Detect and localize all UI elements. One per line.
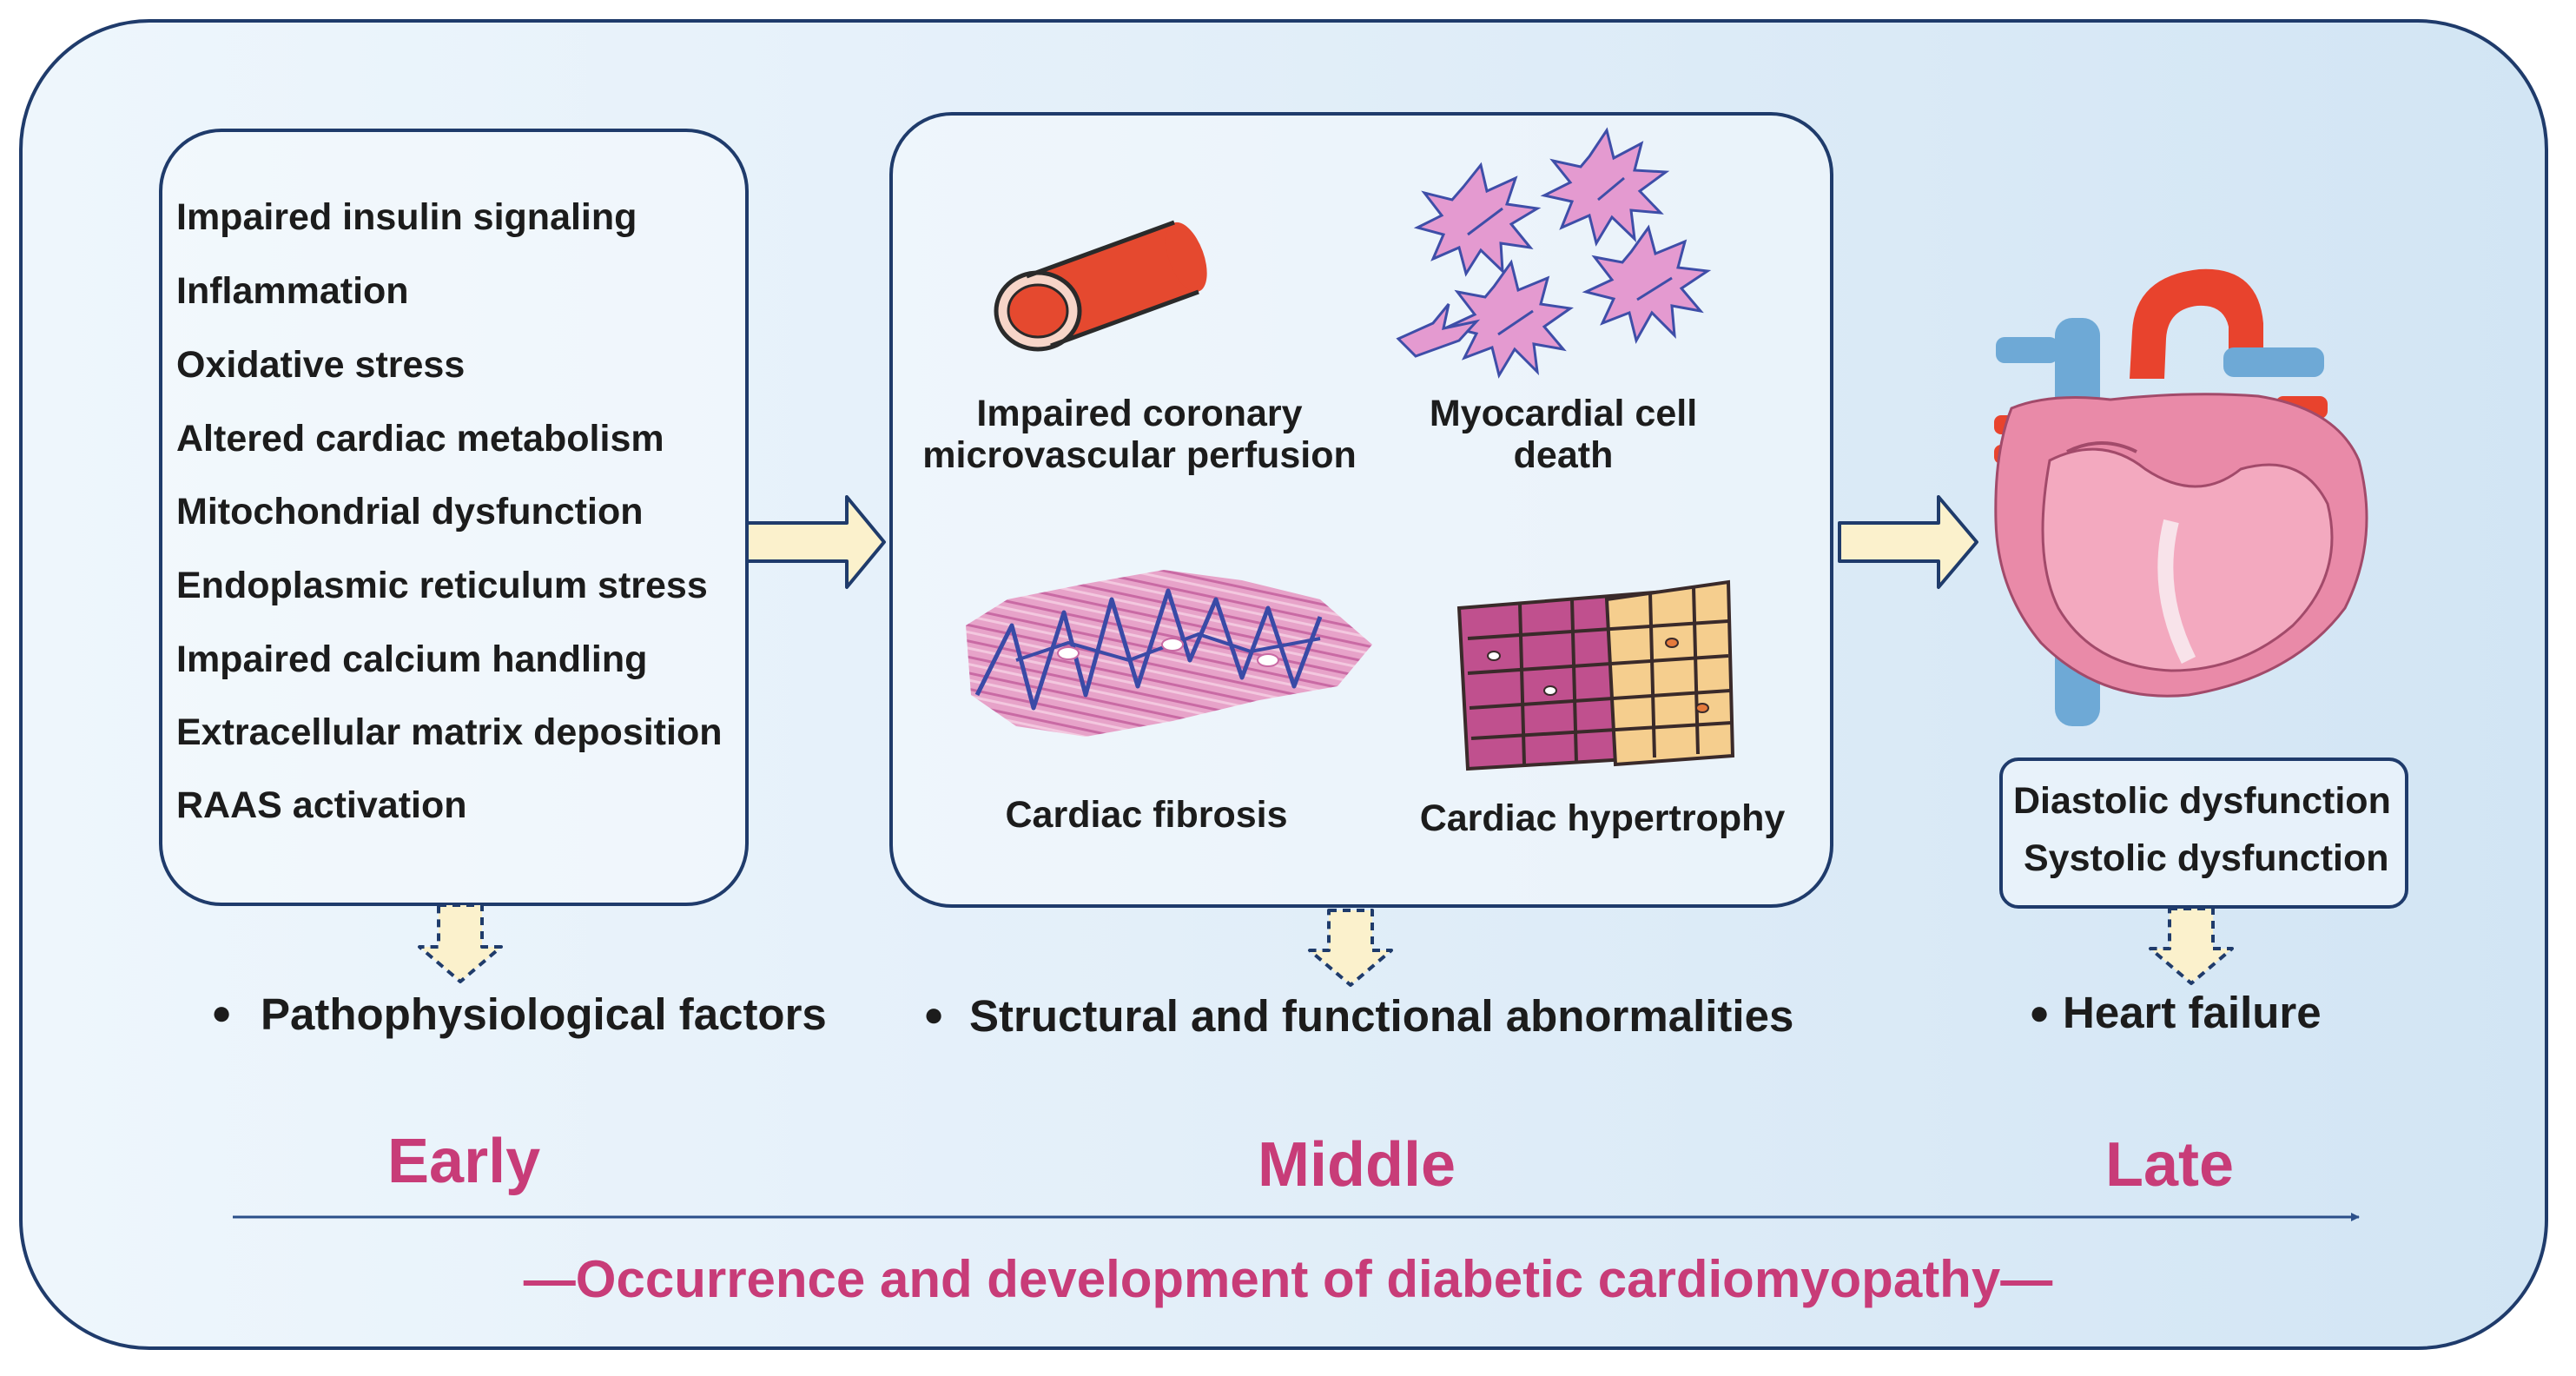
arrow-right-2	[1838, 495, 1978, 589]
arrow-down-3	[2149, 907, 2234, 985]
myocardial-cell-death-illustration	[1396, 127, 1712, 379]
fibrosis-caption: Cardiac fibrosis	[1005, 794, 1288, 836]
cell-death-caption: Myocardial cell death	[1398, 393, 1728, 476]
hypertrophy-caption: Cardiac hypertrophy	[1419, 797, 1786, 839]
cardiac-hypertrophy-illustration	[1456, 579, 1735, 771]
factor-calcium-handling: Impaired calcium handling	[176, 638, 648, 680]
diastolic-dysfunction-label: Diastolic dysfunction	[2013, 780, 2391, 822]
cell-death-caption-line1: Myocardial cell	[1429, 393, 1698, 434]
arrow-down-1	[418, 903, 503, 983]
bullet-icon: ●	[2029, 994, 2051, 1032]
cell-death-caption-line2: death	[1513, 434, 1614, 476]
factor-raas-activation: RAAS activation	[176, 784, 467, 826]
factor-er-stress: Endoplasmic reticulum stress	[176, 565, 708, 606]
timeline-middle-label: Middle	[1258, 1130, 1456, 1200]
blood-vessel-illustration	[994, 220, 1207, 352]
factor-oxidative-stress: Oxidative stress	[176, 344, 466, 386]
abnormalities-label: Structural and functional abnormalities	[969, 991, 1794, 1041]
cardiac-fibrosis-illustration	[966, 570, 1372, 737]
arrow-down-2	[1308, 909, 1393, 987]
bullet-icon: ●	[923, 996, 945, 1034]
factor-inflammation: Inflammation	[176, 270, 409, 312]
pathophysiological-factors-box	[159, 129, 749, 906]
microvascular-caption-line1: Impaired coronary	[976, 393, 1303, 434]
factor-cardiac-metabolism: Altered cardiac metabolism	[176, 418, 664, 460]
microvascular-caption-line2: microvascular perfusion	[922, 434, 1357, 476]
microvascular-caption: Impaired coronary microvascular perfusio…	[922, 393, 1357, 476]
bullet-icon: ●	[211, 994, 233, 1032]
factor-ecm-deposition: Extracellular matrix deposition	[176, 711, 723, 753]
heart-illustration	[1994, 268, 2368, 726]
factor-mitochondrial-dysfunction: Mitochondrial dysfunction	[176, 491, 644, 533]
heart-failure-label: Heart failure	[2063, 988, 2322, 1037]
pathophysiological-factors-label: Pathophysiological factors	[261, 989, 827, 1039]
systolic-dysfunction-label: Systolic dysfunction	[2024, 837, 2389, 879]
arrow-right-1	[745, 495, 886, 589]
factor-insulin-signaling: Impaired insulin signaling	[176, 196, 637, 238]
timeline-late-label: Late	[2105, 1130, 2235, 1200]
diagram-footer-title: —Occurrence and development of diabetic …	[523, 1250, 2053, 1308]
dysfunction-box	[1999, 757, 2408, 909]
timeline-early-label: Early	[387, 1127, 541, 1196]
